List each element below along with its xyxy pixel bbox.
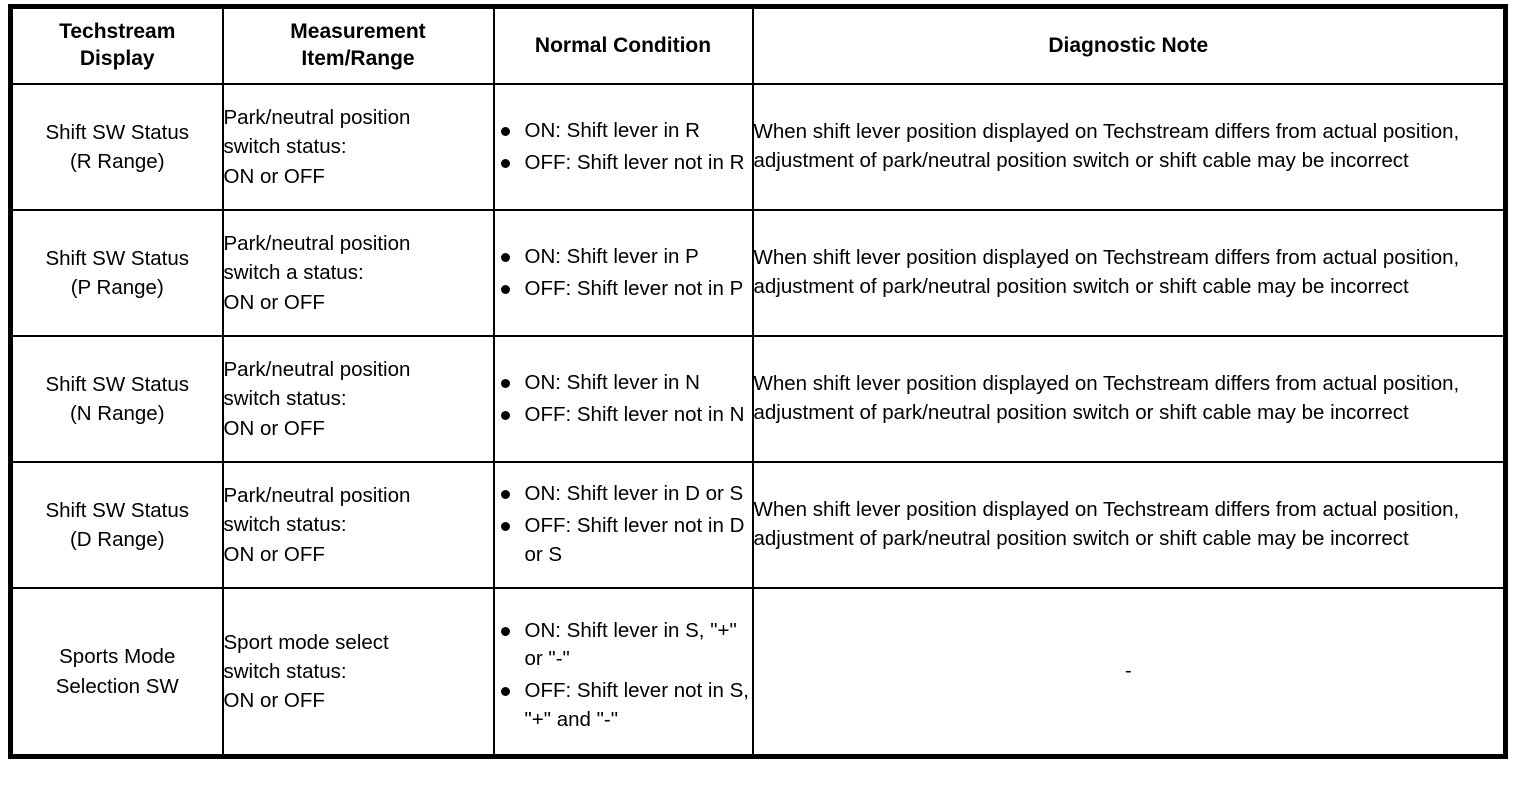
table-row: Shift SW Status (P Range) Park/neutral p…	[9, 209, 1507, 337]
condition-text: ON: Shift lever in N	[524, 370, 700, 394]
bullet-dot-icon	[500, 522, 510, 532]
list-item: ON: Shift lever in R	[495, 117, 752, 146]
measurement-line-1: Sport mode select	[223, 630, 389, 654]
display-line-2: (P Range)	[70, 276, 164, 299]
display-line-1: Shift SW Status	[45, 372, 190, 396]
bullet-dot-icon	[500, 378, 510, 388]
measurement-line-1: Park/neutral position	[223, 106, 411, 130]
cell-diagnostic-note: When shift lever position displayed on T…	[751, 209, 1507, 337]
condition-text: OFF: Shift lever not in R	[524, 150, 745, 174]
list-item: ON: Shift lever in N	[495, 369, 752, 398]
cell-techstream-display: Shift SW Status (N Range)	[9, 335, 224, 463]
measurement-line-2: switch status:	[223, 513, 347, 537]
measurement-line-3: ON or OFF	[223, 416, 325, 440]
condition-text: ON: Shift lever in P	[524, 244, 699, 268]
cell-measurement-item-range: Sport mode select switch status: ON or O…	[221, 587, 495, 758]
condition-text: OFF: Shift lever not in N	[524, 402, 745, 426]
bullet-dot-icon	[500, 126, 510, 136]
bullet-dot-icon	[500, 252, 510, 262]
bullet-dot-icon	[500, 626, 510, 636]
bullet-dot-icon	[500, 158, 510, 168]
condition-list: ON: Shift lever in S, "+" or "-" OFF: Sh…	[496, 617, 751, 735]
column-header-measurement-item-range: Measurement Item/Range	[221, 5, 495, 85]
condition-text: OFF: Shift lever not in D or S	[524, 514, 745, 566]
condition-list: ON: Shift lever in D or S OFF: Shift lev…	[495, 480, 752, 569]
measurement-line-3: ON or OFF	[223, 689, 325, 713]
cell-diagnostic-note: When shift lever position displayed on T…	[751, 83, 1507, 211]
column-header-line-1: Techstream	[59, 20, 176, 44]
cell-measurement-item-range: Park/neutral position switch status: ON …	[221, 335, 495, 463]
condition-list: ON: Shift lever in R OFF: Shift lever no…	[495, 117, 752, 177]
cell-measurement-item-range: Park/neutral position switch a status: O…	[221, 209, 495, 337]
cell-normal-condition: ON: Shift lever in R OFF: Shift lever no…	[492, 83, 754, 211]
measurement-line-3: ON or OFF	[223, 542, 325, 566]
display-line-2: (D Range)	[69, 528, 165, 551]
column-header-line-2: Item/Range	[301, 47, 415, 70]
column-header-diagnostic-note: Diagnostic Note	[751, 5, 1507, 85]
column-header-line-1: Measurement	[290, 20, 426, 44]
list-item: OFF: Shift lever not in N	[495, 401, 752, 430]
list-item: OFF: Shift lever not in D or S	[495, 512, 752, 569]
column-header-techstream-display: Techstream Display	[9, 5, 224, 85]
display-line-1: Shift SW Status	[45, 498, 190, 522]
list-item: OFF: Shift lever not in S, "+" and "-"	[496, 677, 751, 734]
cell-measurement-item-range: Park/neutral position switch status: ON …	[221, 461, 495, 589]
measurement-line-2: switch status:	[223, 659, 347, 683]
display-line-2: Selection SW	[55, 674, 179, 698]
condition-list: ON: Shift lever in N OFF: Shift lever no…	[495, 369, 752, 429]
cell-normal-condition: ON: Shift lever in N OFF: Shift lever no…	[492, 335, 754, 463]
cell-measurement-item-range: Park/neutral position switch status: ON …	[221, 83, 495, 211]
bullet-dot-icon	[500, 410, 510, 420]
list-item: ON: Shift lever in D or S	[495, 480, 752, 509]
bullet-dot-icon	[500, 284, 510, 294]
table-row: Shift SW Status (R Range) Park/neutral p…	[9, 83, 1507, 211]
measurement-line-2: switch status:	[223, 135, 347, 159]
bullet-dot-icon	[500, 687, 510, 696]
list-item: ON: Shift lever in P	[495, 243, 752, 272]
cell-diagnostic-note: -	[751, 587, 1507, 758]
measurement-line-1: Park/neutral position	[223, 358, 411, 382]
condition-text: OFF: Shift lever not in S, "+" and "-"	[524, 679, 749, 731]
display-line-1: Sports Mode	[59, 645, 176, 669]
measurement-line-3: ON or OFF	[223, 290, 325, 314]
cell-normal-condition: ON: Shift lever in S, "+" or "-" OFF: Sh…	[492, 587, 754, 758]
condition-text: OFF: Shift lever not in P	[524, 276, 744, 300]
display-line-1: Shift SW Status	[45, 120, 190, 144]
cell-techstream-display: Shift SW Status (P Range)	[9, 209, 224, 337]
display-line-2: (R Range)	[69, 150, 165, 173]
table-header-row: Techstream Display Measurement Item/Rang…	[9, 5, 1507, 85]
display-line-1: Shift SW Status	[45, 246, 190, 270]
cell-normal-condition: ON: Shift lever in D or S OFF: Shift lev…	[492, 461, 754, 589]
table-row: Shift SW Status (N Range) Park/neutral p…	[9, 335, 1507, 463]
condition-text: ON: Shift lever in D or S	[524, 482, 744, 506]
table-row: Shift SW Status (D Range) Park/neutral p…	[9, 461, 1507, 589]
bullet-dot-icon	[500, 490, 510, 500]
condition-text: ON: Shift lever in S, "+" or "-"	[524, 618, 737, 671]
column-header-line-1: Diagnostic Note	[1048, 33, 1209, 57]
display-line-2: (N Range)	[69, 402, 165, 425]
measurement-line-2: switch status:	[223, 387, 347, 411]
techstream-data-list-table: Techstream Display Measurement Item/Rang…	[8, 4, 1508, 759]
column-header-line-2: Display	[79, 47, 155, 70]
measurement-line-1: Park/neutral position	[223, 232, 411, 256]
measurement-line-1: Park/neutral position	[223, 484, 411, 508]
list-item: OFF: Shift lever not in R	[495, 149, 752, 178]
column-header-normal-condition: Normal Condition	[492, 5, 754, 85]
cell-techstream-display: Shift SW Status (R Range)	[9, 83, 224, 211]
list-item: OFF: Shift lever not in P	[495, 275, 752, 304]
cell-techstream-display: Sports Mode Selection SW	[9, 587, 224, 758]
cell-techstream-display: Shift SW Status (D Range)	[9, 461, 224, 589]
table-row: Sports Mode Selection SW Sport mode sele…	[9, 587, 1507, 758]
condition-text: ON: Shift lever in R	[524, 118, 700, 142]
condition-list: ON: Shift lever in P OFF: Shift lever no…	[495, 243, 752, 303]
column-header-line-1: Normal Condition	[534, 33, 712, 57]
measurement-line-2: switch a status:	[223, 261, 364, 285]
cell-diagnostic-note: When shift lever position displayed on T…	[751, 461, 1507, 589]
list-item: ON: Shift lever in S, "+" or "-"	[496, 617, 751, 674]
cell-normal-condition: ON: Shift lever in P OFF: Shift lever no…	[492, 209, 754, 337]
measurement-line-3: ON or OFF	[223, 164, 325, 188]
cell-diagnostic-note: When shift lever position displayed on T…	[751, 335, 1507, 463]
